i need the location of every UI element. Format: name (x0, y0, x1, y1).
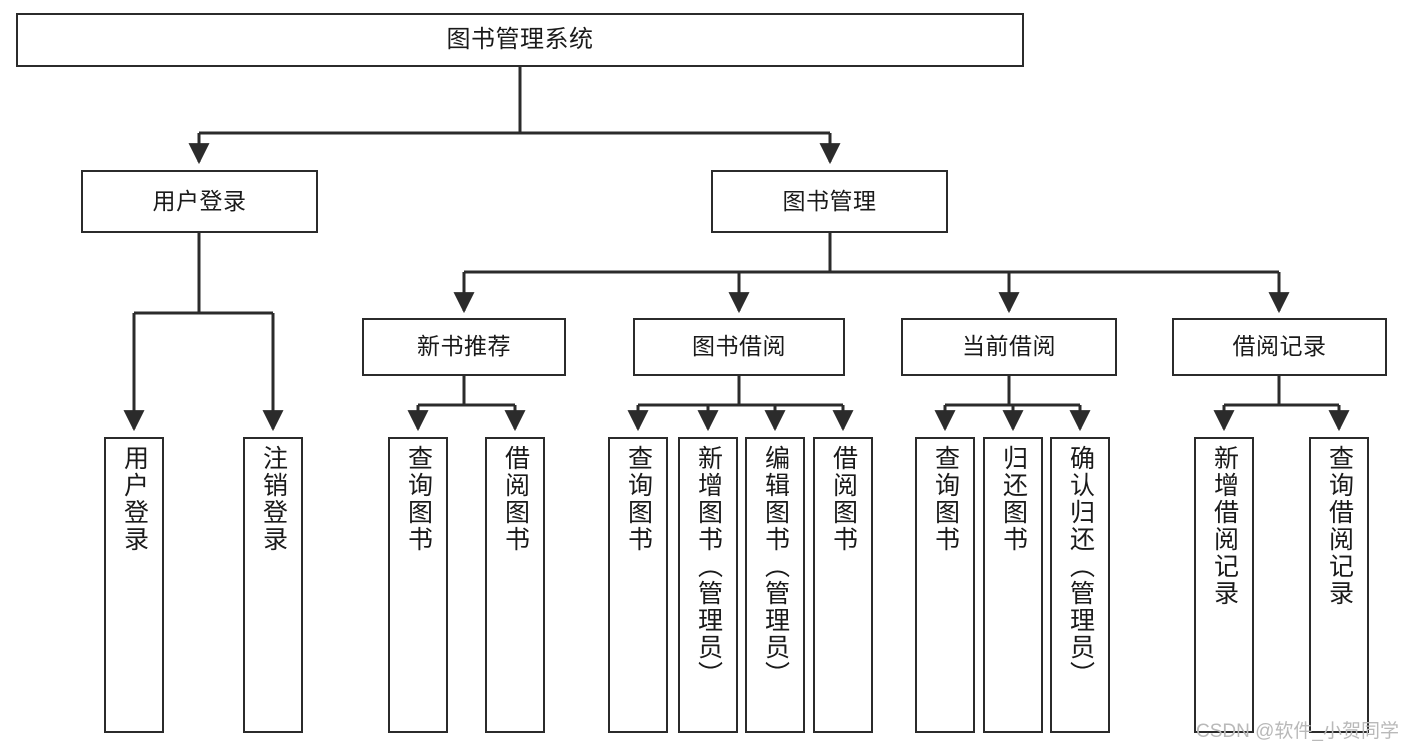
node-leaf-query-record-label: 查询借阅记录 (1325, 445, 1354, 607)
node-borrow-record[interactable]: 借阅记录 (1172, 318, 1387, 376)
node-leaf-add-record[interactable]: 新增借阅记录 (1194, 437, 1254, 733)
node-leaf-user-login[interactable]: 用户登录 (104, 437, 164, 733)
node-root-label: 图书管理系统 (446, 25, 594, 53)
node-leaf-return-book-label: 归还图书 (999, 445, 1028, 553)
node-leaf-query-book-1-label: 查询图书 (404, 445, 433, 553)
node-leaf-edit-book-label: 编辑图书（管理员） (761, 445, 790, 688)
node-leaf-query-book-2-label: 查询图书 (624, 445, 653, 553)
node-leaf-return-book[interactable]: 归还图书 (983, 437, 1043, 733)
node-book-borrow-label: 图书借阅 (692, 333, 786, 360)
node-leaf-query-book-2[interactable]: 查询图书 (608, 437, 668, 733)
node-leaf-borrow-book-2-label: 借阅图书 (829, 445, 858, 553)
node-leaf-borrow-book-1-label: 借阅图书 (501, 445, 530, 553)
node-user-login[interactable]: 用户登录 (81, 170, 318, 233)
node-leaf-edit-book[interactable]: 编辑图书（管理员） (745, 437, 805, 733)
node-leaf-user-login-label: 用户登录 (120, 445, 149, 553)
node-leaf-add-book-label: 新增图书（管理员） (694, 445, 723, 688)
node-leaf-add-record-label: 新增借阅记录 (1210, 445, 1239, 607)
node-leaf-add-book[interactable]: 新增图书（管理员） (678, 437, 738, 733)
node-book-management-label: 图书管理 (782, 187, 877, 214)
node-new-book-recommend[interactable]: 新书推荐 (362, 318, 566, 376)
node-book-management[interactable]: 图书管理 (711, 170, 948, 233)
node-new-book-recommend-label: 新书推荐 (417, 333, 511, 360)
node-leaf-borrow-book-1[interactable]: 借阅图书 (485, 437, 545, 733)
node-leaf-logout[interactable]: 注销登录 (243, 437, 303, 733)
node-book-borrow[interactable]: 图书借阅 (633, 318, 845, 376)
node-leaf-query-record[interactable]: 查询借阅记录 (1309, 437, 1369, 733)
node-root[interactable]: 图书管理系统 (16, 13, 1024, 67)
node-leaf-query-book-3[interactable]: 查询图书 (915, 437, 975, 733)
node-leaf-logout-label: 注销登录 (259, 445, 288, 553)
node-borrow-record-label: 借阅记录 (1232, 333, 1327, 360)
node-leaf-confirm-return[interactable]: 确认归还（管理员） (1050, 437, 1110, 733)
node-leaf-query-book-3-label: 查询图书 (931, 445, 960, 553)
node-current-borrow-label: 当前借阅 (962, 333, 1056, 360)
node-current-borrow[interactable]: 当前借阅 (901, 318, 1117, 376)
node-user-login-label: 用户登录 (152, 187, 247, 214)
node-leaf-borrow-book-2[interactable]: 借阅图书 (813, 437, 873, 733)
watermark: CSDN @软件_小贺同学 (1196, 721, 1399, 742)
node-leaf-query-book-1[interactable]: 查询图书 (388, 437, 448, 733)
node-leaf-confirm-return-label: 确认归还（管理员） (1066, 445, 1095, 688)
